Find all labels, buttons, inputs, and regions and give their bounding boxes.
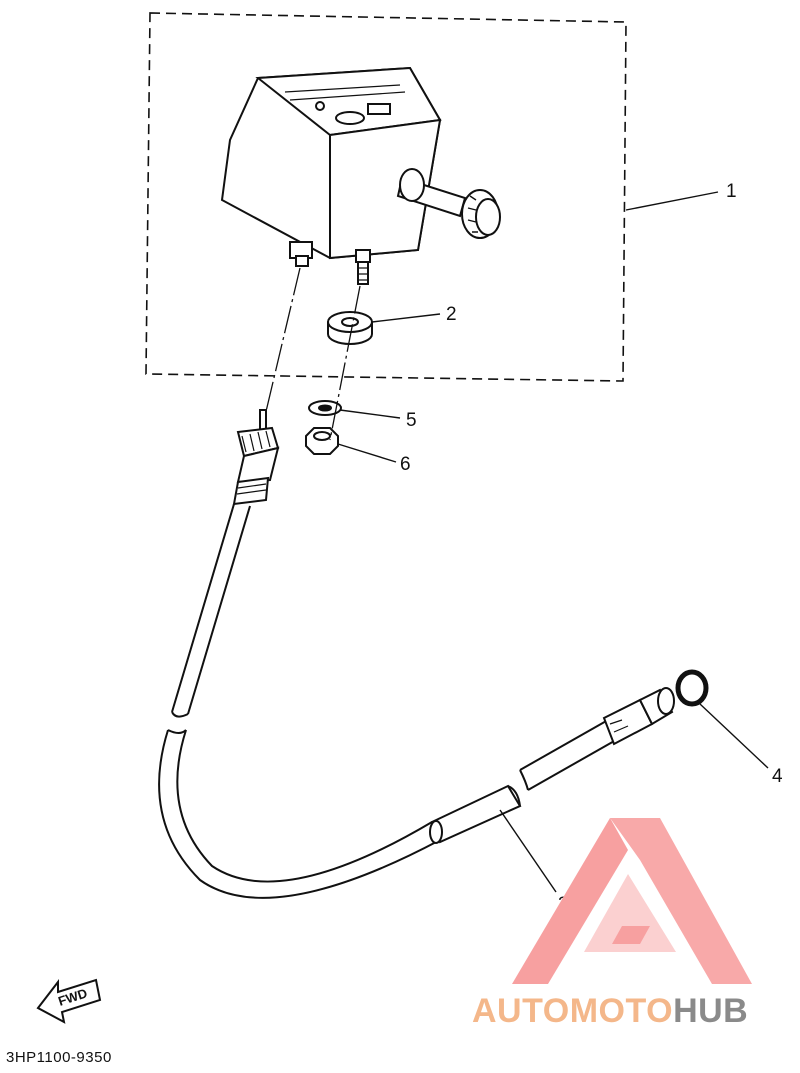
meter-cable (158, 503, 675, 899)
cable-upper-fitting (232, 409, 280, 506)
callout-2: 2 (446, 304, 457, 325)
callout-5: 5 (406, 410, 417, 431)
assembly-center-lines (263, 267, 361, 441)
automotohub-logo: AUTOMOTOHUB (472, 818, 752, 1030)
logo-text: AUTOMOTOHUB (472, 992, 748, 1030)
grommet-part-2 (327, 311, 373, 345)
o-ring-part-4 (675, 669, 709, 707)
callout-4: 4 (772, 766, 783, 787)
fwd-arrow: FWD (36, 978, 102, 1024)
assembly-dashed-box (145, 12, 627, 382)
logo-text-hub: HUB (673, 992, 748, 1030)
washer-part-5 (308, 400, 342, 416)
callout-6: 6 (400, 454, 411, 475)
leader-lines (337, 191, 769, 893)
logo-text-automoto: AUTOMOTO (472, 992, 673, 1030)
speedometer-assembly (220, 66, 501, 285)
part-code: 3HP1100-9350 (6, 1049, 112, 1066)
callout-1: 1 (726, 181, 737, 202)
nut-part-6 (305, 427, 339, 455)
